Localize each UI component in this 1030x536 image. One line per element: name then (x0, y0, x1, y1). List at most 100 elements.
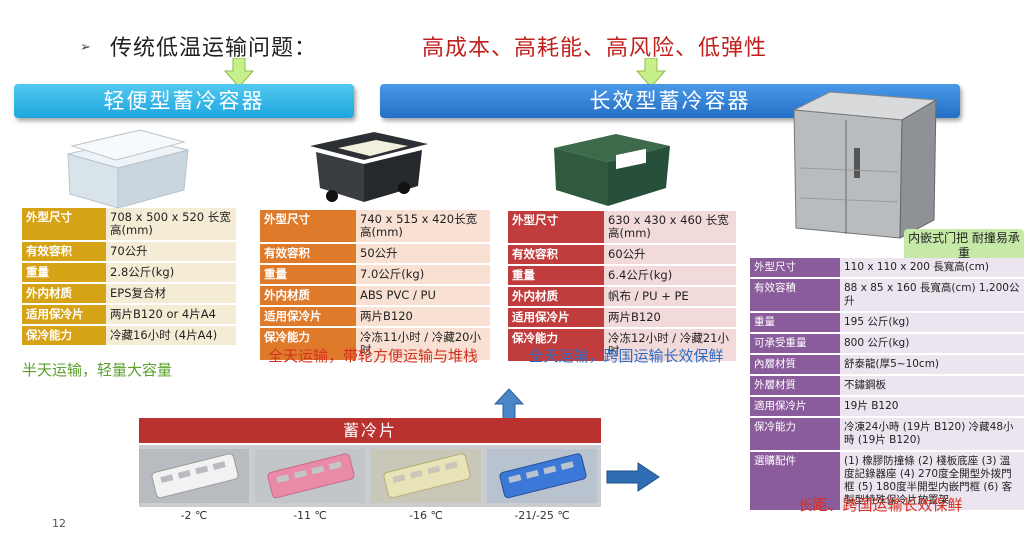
spec-value: 195 公斤(kg) (840, 312, 1024, 334)
table-row: 保冷能力冷藏16小时 (4片A4) (22, 325, 236, 347)
spec-value: (1) 橡膠防撞條 (2) 棧板底座 (3) 溫度記錄器座 (4) 270度全開… (840, 451, 1024, 512)
spec-value: 7.0公斤(kg) (356, 264, 490, 286)
spec-value: 708 x 500 x 520 长宽高(mm) (106, 208, 236, 242)
caption-canvas: 全天运输，跨国运输长效保鲜 (528, 347, 724, 365)
spec-key: 可承受重量 (750, 333, 840, 355)
eps-foam-box-image (67, 129, 189, 209)
spec-key: 外内材质 (22, 283, 106, 305)
spec-value: 不鏽鋼板 (840, 375, 1024, 397)
spec-value: 60公升 (604, 244, 736, 266)
light-container-banner: 轻便型蓄冷容器 (14, 84, 354, 118)
spec-key: 外型尺寸 (22, 208, 106, 242)
down-arrow-icon (224, 58, 254, 88)
cold-pack-temperature: -21/-25 ℃ (514, 509, 570, 522)
spec-key: 有效容积 (508, 244, 604, 266)
spec-key: 保冷能力 (508, 328, 604, 363)
bullet-arrow-icon: ➢ (80, 40, 91, 55)
caption-light: 半天运输，轻量大容量 (22, 361, 173, 379)
spec-value: 740 x 515 x 420长宽高(mm) (356, 210, 490, 244)
spec-key: 适用保冷片 (260, 306, 356, 328)
right-arrow-icon (606, 462, 660, 492)
spec-key: 重量 (260, 264, 356, 286)
spec-value: 两片B120 (604, 307, 736, 329)
table-row: 适用保冷片两片B120 (260, 306, 490, 328)
page-number: 12 (52, 517, 66, 530)
spec-value: 70公升 (106, 241, 236, 263)
spec-key: 适用保冷片 (22, 304, 106, 326)
spec-key: 有效容积 (22, 241, 106, 263)
spec-value: 两片B120 or 4片A4 (106, 304, 236, 326)
table-row: 适用保冷片两片B120 or 4片A4 (22, 304, 236, 326)
spec-value: 800 公斤(kg) (840, 333, 1024, 355)
caption-wheeled: 全天运输，带轮方便运输与堆栈 (267, 347, 478, 365)
spec-key: 有效容積 (750, 278, 840, 313)
spec-key: 外層材質 (750, 375, 840, 397)
spec-key: 外内材质 (508, 286, 604, 308)
cold-pack-temperature: -11 ℃ (293, 509, 327, 522)
spec-value: 2.8公斤(kg) (106, 262, 236, 284)
spec-value: 50公升 (356, 243, 490, 265)
spec-value: 88 x 85 x 160 長寬高(cm) 1,200公升 (840, 278, 1024, 313)
table-row: 保冷能力冷凍24小時 (19片 B120) 冷藏48小時 (19片 B120) (750, 417, 1024, 452)
spec-value: 舒泰龍(厚5~10cm) (840, 354, 1024, 376)
spec-key: 內層材質 (750, 354, 840, 376)
spec-value: 6.4公斤(kg) (604, 265, 736, 287)
spec-value: 两片B120 (356, 306, 490, 328)
spec-value: ABS PVC / PU (356, 285, 490, 307)
spec-key: 重量 (508, 265, 604, 287)
spec-value: 冷冻11小时 / 冷藏20小时 (356, 327, 490, 362)
spec-key: 外型尺寸 (260, 210, 356, 244)
table-row: 外層材質不鏽鋼板 (750, 375, 1024, 397)
spec-key: 適用保冷片 (750, 396, 840, 418)
spec-value: 帆布 / PU + PE (604, 286, 736, 308)
spec-key: 适用保冷片 (508, 307, 604, 329)
door-handle-note: 内嵌式门把 耐撞易承重 (904, 229, 1024, 263)
down-arrow-icon (636, 58, 666, 88)
cold-pack-temperature: -2 ℃ (180, 509, 208, 522)
spec-key: 外内材质 (260, 285, 356, 307)
spec-key: 選購配件 (750, 451, 840, 512)
spec-key: 保冷能力 (22, 325, 106, 347)
spec-key: 保冷能力 (750, 417, 840, 452)
cold-pack-image (487, 449, 597, 503)
table-row: 內層材質舒泰龍(厚5~10cm) (750, 354, 1024, 376)
spec-value: 冷藏16小时 (4片A4) (106, 325, 236, 347)
cold-pack-image (139, 449, 249, 503)
cold-pack-image (371, 449, 481, 503)
table-row: 保冷能力冷冻12小时 / 冷藏21小时 (508, 328, 736, 363)
spec-value: 冷冻12小时 / 冷藏21小时 (604, 328, 736, 363)
cold-pack-temperature: -16 ℃ (409, 509, 443, 522)
spec-key: 有效容积 (260, 243, 356, 265)
cold-pack-image (255, 449, 365, 503)
cold-pack-title: 蓄冷片 (139, 418, 601, 443)
spec-key: 外型尺寸 (750, 258, 840, 279)
canvas-cooler-image (554, 134, 670, 206)
spec-key: 重量 (22, 262, 106, 284)
caption-cabinet: 长距、跨国运输长效保鲜 (797, 496, 963, 514)
spec-value: 冷凍24小時 (19片 B120) 冷藏48小時 (19片 B120) (840, 417, 1024, 452)
wheeled-cooler-image (310, 132, 428, 202)
table-row: 保冷能力冷冻11小时 / 冷藏20小时 (260, 327, 490, 362)
steel-cabinet-image (792, 91, 938, 239)
spec-key: 外型尺寸 (508, 211, 604, 245)
spec-value: 110 x 110 x 200 長寬高(cm) (840, 258, 1024, 279)
